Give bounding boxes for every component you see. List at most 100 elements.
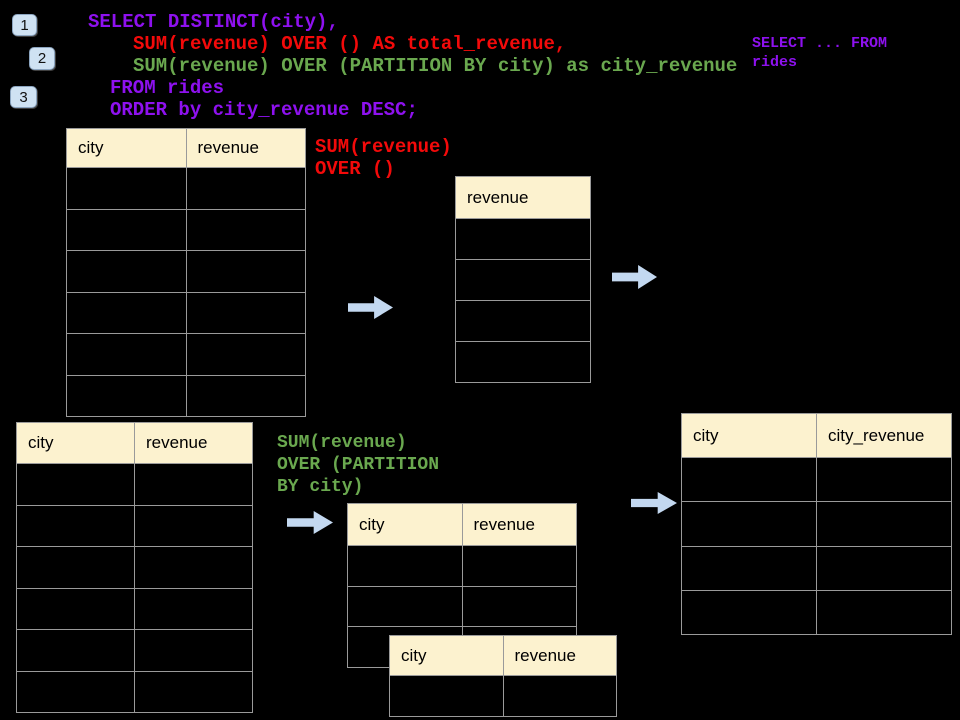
table-row xyxy=(348,545,576,586)
column-header: revenue xyxy=(467,187,529,207)
table-cell xyxy=(456,260,590,300)
column-header: revenue xyxy=(146,433,208,452)
table-cell xyxy=(17,464,135,505)
step-badge-3: 3 xyxy=(10,86,37,108)
table-partition-overlay: city revenue xyxy=(389,635,617,717)
table-cell xyxy=(682,502,817,546)
table-row xyxy=(17,504,252,546)
table-cell xyxy=(67,168,187,209)
table-cell xyxy=(817,590,951,634)
side-note-select-from: SELECT ... FROM xyxy=(752,35,888,52)
table-cell xyxy=(67,292,187,333)
sql-line-sum-partition: SUM(revenue) OVER (PARTITION BY city) as… xyxy=(133,55,738,77)
table-row xyxy=(456,259,590,300)
table-cell xyxy=(135,671,252,712)
sql-line-select: SELECT DISTINCT(city), xyxy=(88,11,339,33)
column-header: city xyxy=(17,423,135,463)
table-row xyxy=(17,587,252,629)
table-cell xyxy=(186,375,305,416)
table-cell xyxy=(682,546,817,590)
table-row xyxy=(348,585,576,627)
step-badge-2: 2 xyxy=(29,47,55,70)
flow-arrow-partition-to-result xyxy=(631,491,677,515)
table-header-row: city revenue xyxy=(17,423,252,463)
table-row xyxy=(456,300,590,341)
column-header: city xyxy=(67,129,187,167)
flow-arrow-source-to-total xyxy=(348,296,393,319)
table-cell xyxy=(17,547,135,588)
table-row xyxy=(682,589,951,634)
table-cell xyxy=(135,464,252,505)
table-header-row: revenue xyxy=(456,177,590,218)
table-cell xyxy=(135,588,252,629)
column-header: revenue xyxy=(473,514,535,534)
table-cell xyxy=(817,546,951,590)
table-cell xyxy=(186,334,305,375)
table-cell xyxy=(17,671,135,712)
flow-arrow-total-out xyxy=(612,265,657,289)
table-row xyxy=(17,670,252,712)
table-cell xyxy=(456,219,590,259)
sql-line-order-by: ORDER by city_revenue DESC; xyxy=(110,99,418,121)
table-cell xyxy=(67,375,187,416)
table-cell xyxy=(348,586,463,627)
table-row xyxy=(67,291,305,333)
table-cell xyxy=(17,505,135,546)
column-header: city xyxy=(390,636,504,675)
table-row xyxy=(67,208,305,250)
column-header: revenue xyxy=(197,138,259,157)
table-row xyxy=(682,457,951,502)
table-cell xyxy=(817,502,951,546)
table-cell xyxy=(462,586,576,627)
table-cell xyxy=(456,342,590,382)
annotation-partition-line1: SUM(revenue) xyxy=(277,433,407,453)
table-cell xyxy=(682,458,817,502)
table-row xyxy=(682,501,951,546)
table-header-row: city revenue xyxy=(67,129,305,167)
table-cell xyxy=(135,630,252,671)
table-cell xyxy=(186,209,305,250)
table-cell xyxy=(817,458,951,502)
table-cell xyxy=(17,630,135,671)
table-cell xyxy=(462,546,576,586)
table-row xyxy=(67,333,305,375)
table-row xyxy=(67,250,305,292)
table-row xyxy=(390,675,616,716)
table-cell xyxy=(135,547,252,588)
table-row xyxy=(682,545,951,590)
table-cell xyxy=(503,676,616,716)
table-row xyxy=(67,167,305,209)
column-header: city xyxy=(348,504,463,545)
table-cell xyxy=(67,334,187,375)
sql-line-sum-over-all: SUM(revenue) OVER () AS total_revenue, xyxy=(133,33,567,55)
table-source-bottom: city revenue xyxy=(16,422,253,713)
column-header: city_revenue xyxy=(828,425,925,445)
table-header-row: city revenue xyxy=(348,504,576,545)
table-cell xyxy=(186,251,305,292)
side-note-rides: rides xyxy=(752,54,798,71)
column-header: revenue xyxy=(514,645,576,665)
table-row xyxy=(456,218,590,259)
annotation-partition-line2: OVER (PARTITION xyxy=(277,455,440,475)
table-row xyxy=(17,629,252,671)
table-row xyxy=(456,341,590,382)
annotation-partition-line3: BY city) xyxy=(277,477,364,497)
table-cell xyxy=(682,590,817,634)
table-cell xyxy=(67,209,187,250)
table-row xyxy=(17,463,252,505)
table-row xyxy=(67,374,305,416)
table-header-row: city revenue xyxy=(390,636,616,675)
table-cell xyxy=(186,168,305,209)
table-cell xyxy=(456,301,590,341)
table-cell xyxy=(67,251,187,292)
step-badge-1: 1 xyxy=(12,14,37,36)
flow-arrow-source-to-partition xyxy=(287,511,333,534)
table-row xyxy=(17,546,252,588)
table-cell xyxy=(348,546,463,586)
sql-line-from: FROM rides xyxy=(110,77,225,99)
annotation-total-line1: SUM(revenue) xyxy=(315,136,452,158)
table-partition-intermediate: city revenue xyxy=(347,503,577,668)
